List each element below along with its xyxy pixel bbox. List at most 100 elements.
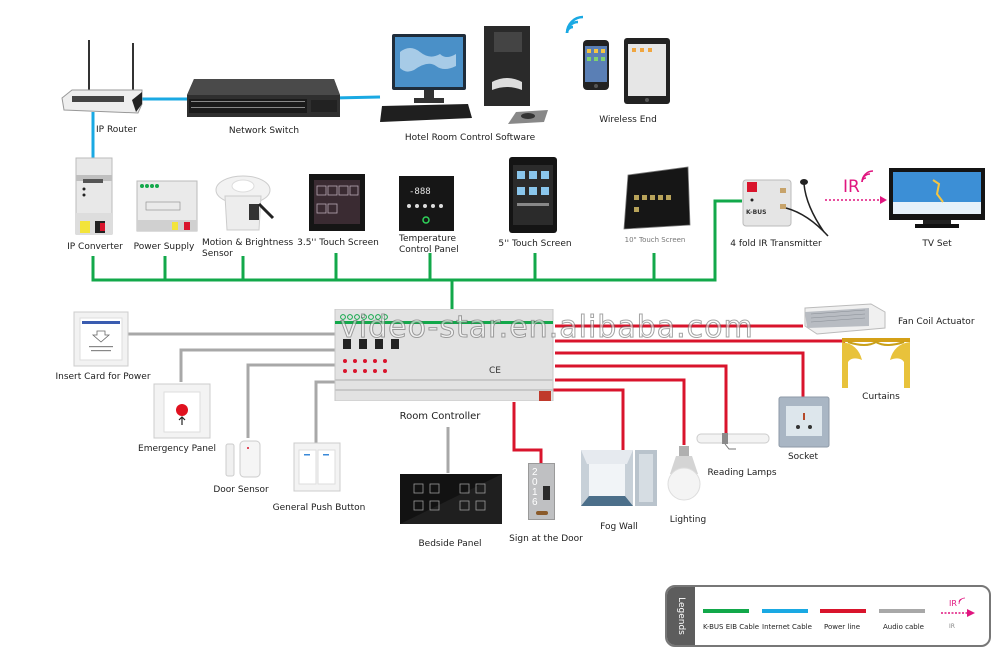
ip-converter-icon[interactable] (75, 157, 113, 235)
internet-cable-switch-pc (332, 95, 381, 100)
door-sensor-icon[interactable] (224, 440, 264, 478)
lighting-label: Lighting (669, 515, 707, 525)
kbus-cables (91, 199, 742, 310)
emergency-panel-icon[interactable] (153, 383, 211, 439)
emergency-panel-label: Emergency Panel (138, 444, 216, 454)
network-switch-label: Network Switch (228, 126, 300, 136)
power-line-reading-lamps (555, 364, 728, 437)
ir-signal-label: IR (843, 177, 860, 197)
ip-router-label: IP Router (96, 125, 137, 135)
push-button-label: General Push Button (272, 503, 366, 513)
legend-title: Legends (676, 597, 686, 635)
insert-card-label: Insert Card for Power (55, 372, 151, 382)
ir-arrowhead (880, 196, 887, 204)
temperature-panel-icon[interactable]: -888 (399, 176, 454, 231)
legend-item-power: Power line (820, 609, 866, 631)
wifi-icon (565, 15, 584, 34)
socket-icon[interactable] (778, 396, 830, 448)
network-switch-icon[interactable] (186, 77, 341, 119)
svg-text:-888: -888 (409, 187, 431, 197)
legend-item-ir: IR IR (939, 597, 979, 630)
bedside-panel-label: Bedside Panel (418, 539, 482, 549)
legend-swatch-internet (762, 609, 808, 613)
legend-item-kbus: K-BUS EIB Cable (703, 609, 759, 631)
legend-label-audio: Audio cable (883, 623, 924, 631)
room-controller-label: Room Controller (399, 411, 481, 422)
control-software-label: Hotel Room Control Software (404, 133, 536, 143)
smartphone-icon[interactable] (582, 39, 610, 91)
fog-wall-label: Fog Wall (600, 522, 638, 532)
door-sign-indicator (543, 486, 550, 500)
tablet-icon[interactable] (623, 37, 671, 105)
legend-label-kbus: K-BUS EIB Cable (703, 623, 760, 631)
tv-set-label: TV Set (922, 239, 952, 249)
ip-router-icon[interactable] (58, 38, 148, 118)
door-sign-icon[interactable]: 2016 (528, 463, 555, 520)
reading-lamp-icon[interactable] (696, 433, 770, 451)
legend-title-bar: Legends (667, 587, 695, 645)
legend-item-internet: Internet Cable (762, 609, 812, 631)
ip-converter-label: IP Converter (67, 242, 123, 252)
door-sensor-label: Door Sensor (213, 485, 269, 495)
touch-screen-10-icon[interactable] (622, 165, 692, 231)
kbus-text-ir: K-BUS (746, 209, 766, 216)
audio-cable-push-button (314, 380, 335, 443)
power-line-door-sign (512, 402, 543, 464)
reading-lamps-label: Reading Lamps (707, 468, 777, 478)
wireless-end-label: Wireless End (599, 115, 657, 125)
legend-swatch-kbus (703, 609, 749, 613)
power-line-fog-wall (545, 388, 625, 451)
ce-mark: CE (489, 366, 501, 376)
temperature-panel-label-line1: Temperature (399, 234, 457, 244)
door-sign-number: 2016 (532, 467, 538, 508)
svg-text:IR: IR (949, 599, 957, 608)
motion-sensor-label: Motion & Brightness Sensor (202, 238, 294, 259)
legend-box: Legends K-BUS EIB Cable Internet Cable P… (665, 585, 991, 647)
fog-wall-icon[interactable] (581, 450, 657, 506)
touch-screen-5-icon[interactable] (509, 157, 557, 233)
ir-waves-icon (861, 170, 874, 183)
push-button-icon[interactable] (293, 442, 341, 492)
touch-screen-35-icon[interactable] (309, 174, 365, 231)
kbus-main-bus (91, 199, 742, 282)
light-bulb-icon[interactable] (666, 444, 702, 504)
watermark-text: video-star.en.alibaba.com (340, 310, 754, 346)
fan-coil-icon[interactable] (801, 302, 887, 336)
legend-label-power: Power line (824, 623, 861, 631)
power-supply-icon[interactable] (136, 180, 198, 232)
tv-set-icon[interactable] (889, 168, 985, 230)
curtains-icon[interactable] (842, 338, 910, 388)
touch-screen-10-label: 10" Touch Screen (624, 236, 686, 244)
audio-cable-emergency (179, 348, 335, 382)
legend-swatch-power (820, 609, 866, 613)
legend-label-internet: Internet Cable (762, 623, 812, 631)
audio-cable-door-sensor (246, 363, 335, 438)
room-controller-icon[interactable]: CE (333, 309, 555, 401)
socket-label: Socket (787, 452, 819, 462)
curtains-label: Curtains (862, 392, 900, 402)
internet-cables (91, 95, 381, 158)
ir-transmitter-icon[interactable]: K-BUS (742, 176, 832, 238)
power-line-lighting (555, 378, 686, 445)
legend-ir-arrow-icon: IR (941, 597, 975, 617)
legend-item-audio: Audio cable (879, 609, 925, 631)
legend-swatch-audio (879, 609, 925, 613)
ir-signal (825, 196, 887, 204)
temperature-panel-label-line2: Control Panel (399, 245, 459, 255)
power-line-socket (555, 351, 805, 397)
legend-label-ir: IR (949, 623, 955, 630)
insert-card-switch-icon[interactable] (73, 311, 129, 367)
motion-sensor-icon[interactable] (215, 174, 277, 234)
pc-workstation-icon[interactable] (380, 22, 550, 132)
door-sign-bell (536, 511, 548, 515)
power-lines (512, 324, 845, 464)
touch-screen-35-label: 3.5'' Touch Screen (297, 238, 379, 248)
fan-coil-label: Fan Coil Actuator (898, 317, 975, 327)
ir-transmitter-label: 4 fold IR Transmitter (730, 239, 822, 249)
touch-screen-5-label: 5'' Touch Screen (498, 239, 572, 249)
bedside-panel-icon[interactable] (400, 474, 502, 524)
audio-cables (128, 332, 450, 473)
power-supply-label: Power Supply (133, 242, 195, 252)
door-sign-label: Sign at the Door (509, 534, 583, 544)
